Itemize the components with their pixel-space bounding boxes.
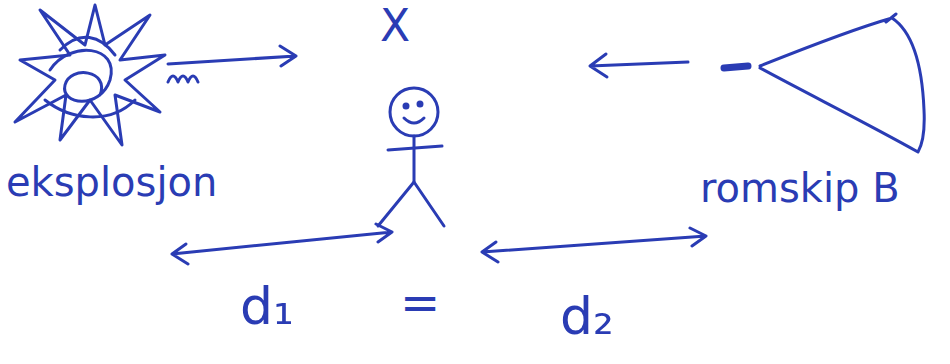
object-label: romskip B: [700, 166, 900, 210]
spaceship: [760, 14, 924, 152]
distance-arrow: [172, 224, 392, 264]
stick-figure: [378, 88, 444, 226]
signal-wave: [168, 76, 198, 82]
point-label: X: [380, 2, 410, 50]
equals-sign: =: [400, 276, 440, 329]
explosion-scribble: [45, 37, 135, 117]
explosion-burst: [15, 5, 165, 145]
signal-arrow: [168, 46, 296, 66]
object-label: eksplosjon: [6, 160, 217, 204]
projectile: [724, 66, 748, 68]
distance-label: d₁: [240, 278, 294, 335]
distance-label: d₂: [560, 288, 614, 345]
spaceship-arrow: [590, 54, 688, 77]
distance-arrow: [482, 228, 706, 262]
